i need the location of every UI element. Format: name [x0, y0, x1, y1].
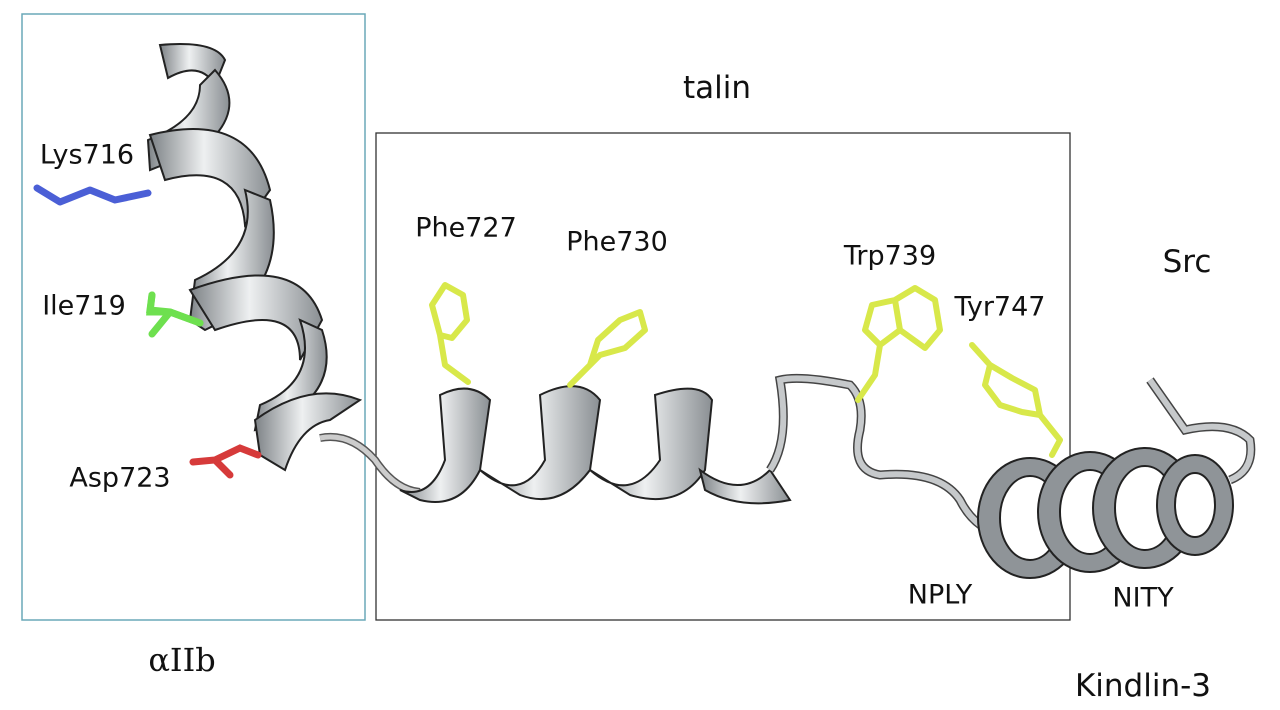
nply-motif-label: NPLY — [907, 579, 973, 611]
talin-helix — [399, 385, 792, 505]
aIIb-label: αIIb — [148, 641, 216, 679]
tyr747-label: Tyr747 — [954, 291, 1046, 323]
phe727-label: Phe727 — [415, 212, 517, 244]
phe730-label: Phe730 — [566, 226, 668, 258]
phe727-sidechain — [429, 282, 471, 385]
src-label: Src — [1162, 244, 1212, 280]
c-terminal-helix — [977, 447, 1234, 579]
lys716-label: Lys716 — [39, 139, 135, 171]
asp723-sidechain — [189, 444, 262, 479]
trp739-sidechain — [855, 285, 943, 403]
aIIb-box — [21, 13, 366, 621]
talin-box — [375, 132, 1071, 621]
nity-motif-label: NITY — [1112, 582, 1174, 614]
ile719-label: Ile719 — [42, 290, 126, 322]
kindlin-label: Kindlin-3 — [1074, 668, 1212, 704]
phe730-sidechain — [567, 309, 648, 388]
lys716-sidechain — [33, 184, 152, 206]
trp739-label: Trp739 — [843, 240, 937, 272]
aIIb-helix — [146, 43, 363, 472]
tyr747-sidechain — [969, 342, 1063, 458]
asp723-label: Asp723 — [69, 462, 171, 494]
linker-loop — [319, 433, 421, 496]
talin-title: talin — [682, 70, 752, 106]
